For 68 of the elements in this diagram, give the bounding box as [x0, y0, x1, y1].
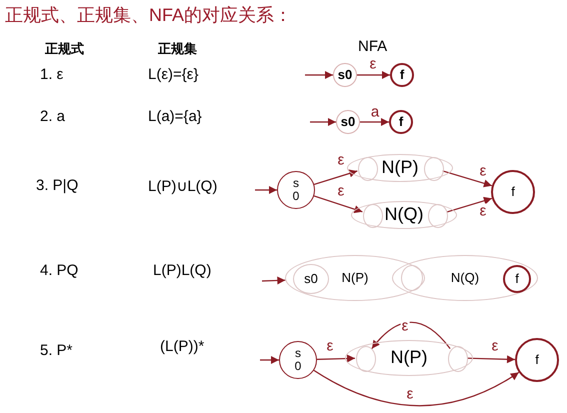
arrow	[357, 71, 390, 79]
state-circle	[424, 157, 444, 181]
arrow	[442, 170, 492, 188]
arrow	[360, 118, 389, 126]
state-label: N(Q)	[384, 205, 424, 225]
state-label: f	[400, 68, 404, 82]
state-circle	[293, 264, 329, 294]
column-header: 正规式	[45, 40, 84, 58]
arrow	[260, 356, 279, 364]
arrow	[262, 276, 286, 284]
state-circle	[336, 110, 360, 134]
ellipse-outline	[351, 201, 457, 229]
state-label: s0	[340, 114, 356, 130]
state-circle	[333, 63, 357, 87]
arrow	[305, 71, 333, 79]
arrow	[466, 355, 516, 364]
set-text: L(ε)={ε}	[148, 66, 198, 83]
arrow	[314, 195, 363, 214]
state-circle	[356, 346, 376, 372]
final-state-circle	[515, 338, 559, 382]
arrow	[255, 186, 277, 194]
state-circle	[363, 204, 383, 228]
final-state-circle	[390, 63, 414, 87]
slide-title: 正规式、正规集、NFA的对应关系：	[5, 4, 292, 27]
final-state-circle	[491, 170, 535, 214]
expression-text: 3. P|Q	[36, 177, 78, 194]
state-label: s0	[304, 272, 318, 286]
state-label: N(P)	[382, 158, 418, 178]
column-header: NFA	[358, 38, 388, 55]
state-circle	[428, 204, 448, 228]
expression-text: 1. ε	[40, 66, 64, 83]
state-label: N(P)	[390, 348, 428, 368]
expression-text: 2. a	[40, 108, 66, 125]
set-text: L(P)∪L(Q)	[148, 177, 218, 195]
arrow	[310, 118, 336, 126]
state-label: s0	[338, 68, 352, 82]
state-label: N(P)	[342, 270, 368, 286]
edge-label: ε	[478, 204, 488, 218]
state-circle	[401, 265, 423, 291]
arrow	[316, 354, 356, 363]
state-circle	[358, 157, 378, 181]
state-circle	[448, 346, 468, 372]
state-label: f	[515, 272, 519, 286]
arrow	[371, 322, 451, 349]
state-circle	[279, 341, 317, 379]
ellipse-outline	[392, 255, 538, 301]
column-header: 正规集	[158, 40, 197, 58]
ellipse-outline	[285, 255, 425, 301]
set-text: L(a)={a}	[148, 108, 202, 125]
state-label: f	[398, 114, 404, 130]
state-label: f	[535, 352, 539, 368]
state-label: s 0	[294, 346, 302, 374]
arrow	[446, 196, 492, 213]
expression-text: 4. PQ	[40, 262, 78, 279]
edge-label: ε	[400, 318, 410, 334]
state-label: s 0	[292, 176, 300, 204]
final-state-circle	[503, 265, 531, 293]
set-text: L(P)L(Q)	[153, 262, 212, 279]
expression-text: 5. P*	[40, 342, 73, 359]
arrow	[314, 170, 358, 185]
final-state-circle	[389, 110, 413, 134]
ellipse-outline	[347, 154, 453, 182]
set-text: (L(P))*	[160, 338, 204, 355]
state-circle	[277, 171, 315, 209]
state-label: f	[511, 184, 515, 200]
arrow	[314, 370, 520, 406]
ellipse-outline	[345, 340, 473, 376]
state-label: N(Q)	[450, 270, 480, 286]
